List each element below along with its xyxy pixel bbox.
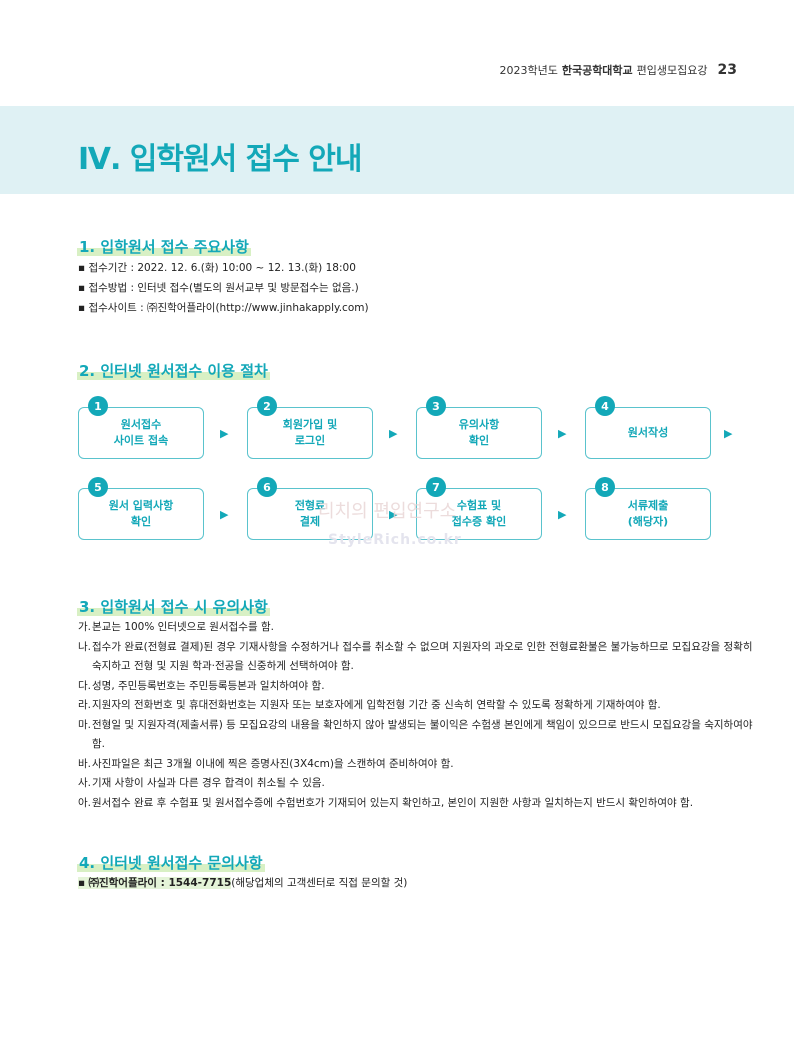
list-item: 가.본교는 100% 인터넷으로 원서접수를 함.	[78, 618, 758, 638]
section2-title: 2. 인터넷 원서접수 이용 절차	[77, 360, 270, 381]
step-box-5: 원서 입력사항 확인	[78, 488, 204, 540]
chapter-title: Ⅳ. 입학원서 접수 안내	[78, 142, 362, 177]
note-marker: 가.	[78, 621, 91, 633]
list-item: 접수사이트 : ㈜진학어플라이(http://www.jinhakapply.c…	[78, 298, 368, 318]
list-item: 나.접수가 완료(전형료 결제)된 경우 기재사항을 수정하거나 접수를 취소할…	[78, 638, 758, 677]
note-text: 접수가 완료(전형료 결제)된 경우 기재사항을 수정하거나 접수를 취소할 수…	[92, 640, 753, 673]
section2-title-text: 2. 인터넷 원서접수 이용 절차	[77, 362, 270, 380]
list-item: 접수방법 : 인터넷 접수(별도의 원서교부 및 방문접수는 없음.)	[78, 278, 369, 298]
chapter-banner	[0, 106, 794, 194]
arrow-icon: ▶	[389, 508, 398, 521]
arrow-icon: ▶	[558, 427, 567, 440]
header-doc: 편입생모집요강	[636, 64, 708, 77]
note-text: 원서접수 완료 후 수험표 및 원서접수증에 수험번호가 기재되어 있는지 확인…	[92, 796, 694, 809]
note-text: 전형일 및 지원자격(제출서류) 등 모집요강의 내용을 확인하지 않아 발생되…	[92, 718, 753, 751]
note-marker: 라.	[78, 699, 91, 711]
arrow-icon: ▶	[220, 508, 229, 521]
list-item: 사.기재 사항이 사실과 다른 경우 합격이 취소될 수 있음.	[78, 774, 758, 794]
note-marker: 아.	[78, 796, 91, 809]
header-year: 2023학년도	[499, 64, 558, 77]
list-item: 바.사진파일은 최근 3개월 이내에 찍은 증명사진(3X4cm)을 스캔하여 …	[78, 755, 758, 775]
note-text: 사진파일은 최근 3개월 이내에 찍은 증명사진(3X4cm)을 스캔하여 준비…	[92, 757, 454, 770]
arrow-icon: ▶	[220, 427, 229, 440]
list-item: 마.전형일 및 지원자격(제출서류) 등 모집요강의 내용을 확인하지 않아 발…	[78, 716, 758, 755]
step-number-7: 7	[426, 477, 446, 497]
section4-title: 4. 인터넷 원서접수 문의사항	[77, 852, 265, 873]
step-number-3: 3	[426, 396, 446, 416]
contact-line: ▪ ㈜진학어플라이 : 1544-7715(해당업체의 고객센터로 직접 문의할…	[78, 875, 407, 890]
list-item: 다.성명, 주민등록번호는 주민등록등본과 일치하여야 함.	[78, 677, 758, 697]
contact-highlight: ▪ ㈜진학어플라이 : 1544-7715	[78, 877, 232, 889]
note-marker: 바.	[78, 757, 91, 770]
note-text: 성명, 주민등록번호는 주민등록등본과 일치하여야 함.	[92, 679, 325, 692]
arrow-icon: ▶	[389, 427, 398, 440]
section3-title-text: 3. 입학원서 접수 시 유의사항	[77, 598, 270, 616]
step-number-1: 1	[88, 396, 108, 416]
section3-title: 3. 입학원서 접수 시 유의사항	[77, 596, 270, 617]
arrow-icon: ▶	[558, 508, 567, 521]
note-text: 지원자의 전화번호 및 휴대전화번호는 지원자 또는 보호자에게 입학전형 기간…	[92, 699, 661, 711]
contact-name: ㈜진학어플라이 : 1544-7715	[88, 877, 232, 889]
step-number-4: 4	[595, 396, 615, 416]
section4-title-text: 4. 인터넷 원서접수 문의사항	[77, 854, 265, 872]
step-number-6: 6	[257, 477, 277, 497]
step-number-5: 5	[88, 477, 108, 497]
header-school: 한국공학대학교	[561, 64, 633, 77]
contact-note: (해당업체의 고객센터로 직접 문의할 것)	[231, 877, 408, 889]
note-marker: 다.	[78, 679, 91, 692]
page-number: 23	[717, 62, 737, 78]
note-text: 본교는 100% 인터넷으로 원서접수를 함.	[92, 621, 274, 633]
step-number-2: 2	[257, 396, 277, 416]
running-header: 2023학년도 한국공학대학교 편입생모집요강 23	[499, 62, 737, 78]
note-text: 기재 사항이 사실과 다른 경우 합격이 취소될 수 있음.	[92, 777, 325, 789]
note-marker: 사.	[78, 777, 91, 789]
list-item: 라.지원자의 전화번호 및 휴대전화번호는 지원자 또는 보호자에게 입학전형 …	[78, 696, 758, 716]
list-item: 접수기간 : 2022. 12. 6.(화) 10:00 ~ 12. 13.(화…	[78, 258, 369, 278]
section1-title: 1. 입학원서 접수 주요사항	[77, 236, 251, 257]
step-number-8: 8	[595, 477, 615, 497]
notes-list: 가.본교는 100% 인터넷으로 원서접수를 함. 나.접수가 완료(전형료 결…	[78, 618, 758, 813]
list-item: 아.원서접수 완료 후 수험표 및 원서접수증에 수험번호가 기재되어 있는지 …	[78, 794, 758, 814]
note-marker: 마.	[78, 718, 91, 731]
watermark-text: 리치의 편입연구소	[318, 501, 457, 522]
note-marker: 나.	[78, 640, 91, 653]
watermark-url: StyleRich.co.kr	[328, 532, 462, 548]
arrow-icon: ▶	[724, 427, 733, 440]
section1-list: 접수기간 : 2022. 12. 6.(화) 10:00 ~ 12. 13.(화…	[78, 258, 369, 318]
section1-title-text: 1. 입학원서 접수 주요사항	[77, 238, 251, 256]
